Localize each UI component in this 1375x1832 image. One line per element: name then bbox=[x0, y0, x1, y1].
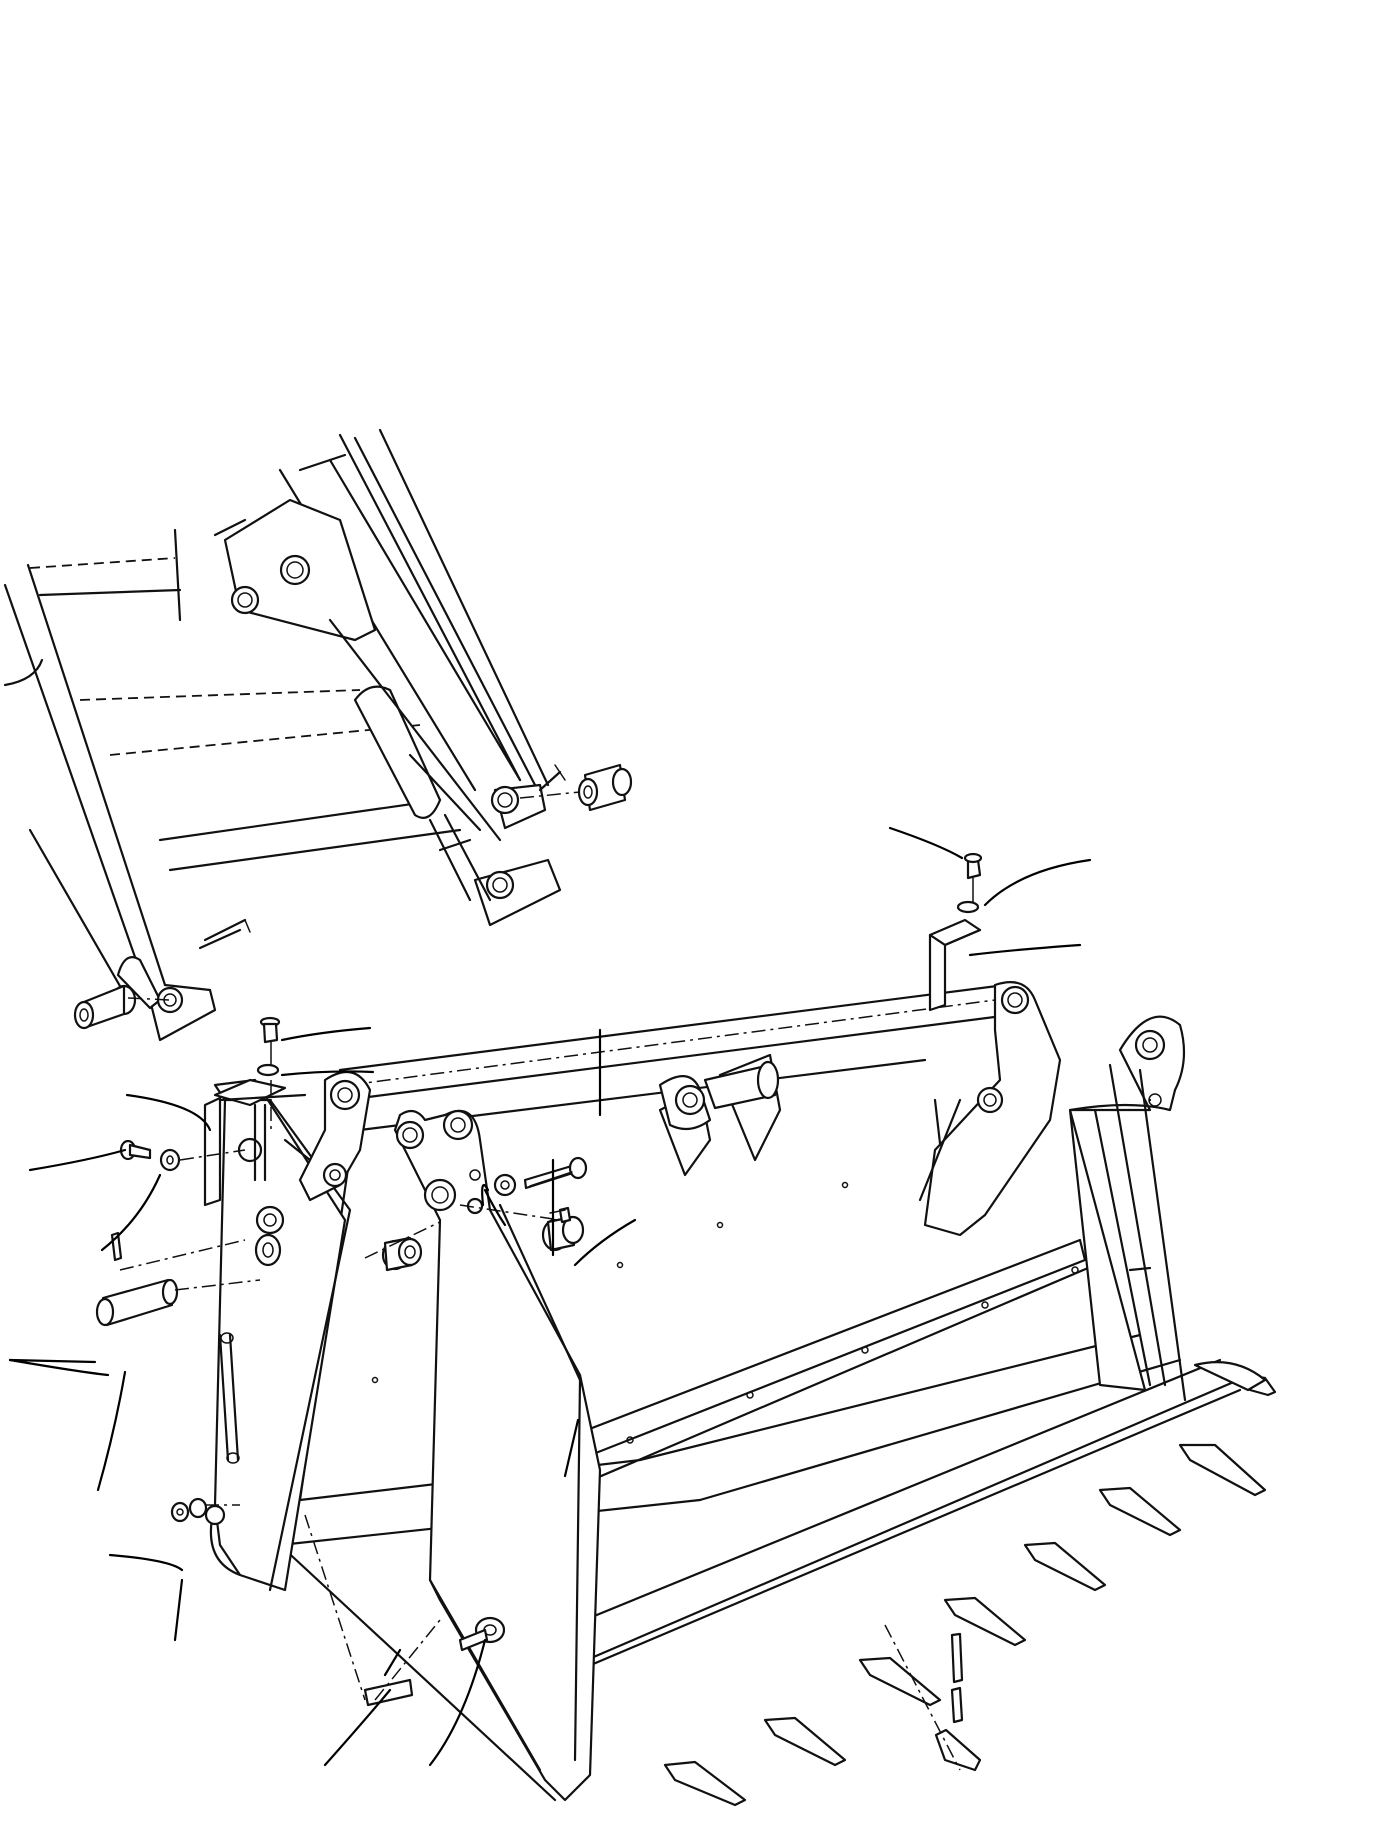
center-grease-fitting bbox=[549, 1206, 572, 1224]
right-linkage-arm bbox=[918, 981, 1062, 1237]
callout-leaders bbox=[8, 826, 1152, 1767]
left-side-plate bbox=[204, 1078, 352, 1592]
pivot-pin bbox=[95, 1231, 179, 1327]
left-lower-nuts bbox=[170, 1497, 208, 1523]
left-bracket bbox=[203, 1078, 307, 1207]
right-arm-bushing bbox=[577, 763, 633, 812]
right-bracket bbox=[928, 918, 982, 1012]
left-side-bolt bbox=[119, 1139, 181, 1172]
tooth-pins bbox=[884, 1624, 982, 1772]
left-plate-bushing bbox=[254, 1233, 282, 1267]
left-arm-bushing bbox=[73, 984, 137, 1030]
center-bolt bbox=[493, 1156, 588, 1197]
left-top-bolt bbox=[256, 1016, 281, 1130]
center-right-bushing bbox=[541, 1215, 585, 1252]
wear-pad bbox=[304, 1514, 441, 1707]
center-bushing bbox=[381, 1236, 423, 1272]
center-linkage bbox=[658, 1053, 782, 1177]
teeth bbox=[663, 1361, 1277, 1807]
loader-arm-assembly bbox=[3, 428, 633, 1042]
bucket bbox=[95, 852, 1277, 1807]
right-side-plate bbox=[1068, 1015, 1187, 1402]
lower-front-bolt bbox=[458, 1616, 506, 1652]
left-linkage-arm bbox=[283, 1070, 372, 1202]
cutting-edge bbox=[533, 1238, 1097, 1502]
right-grease-fitting bbox=[538, 764, 566, 792]
front-side-plate bbox=[393, 1109, 602, 1802]
left-grease-fitting bbox=[198, 918, 251, 950]
right-top-bolt bbox=[956, 852, 983, 914]
